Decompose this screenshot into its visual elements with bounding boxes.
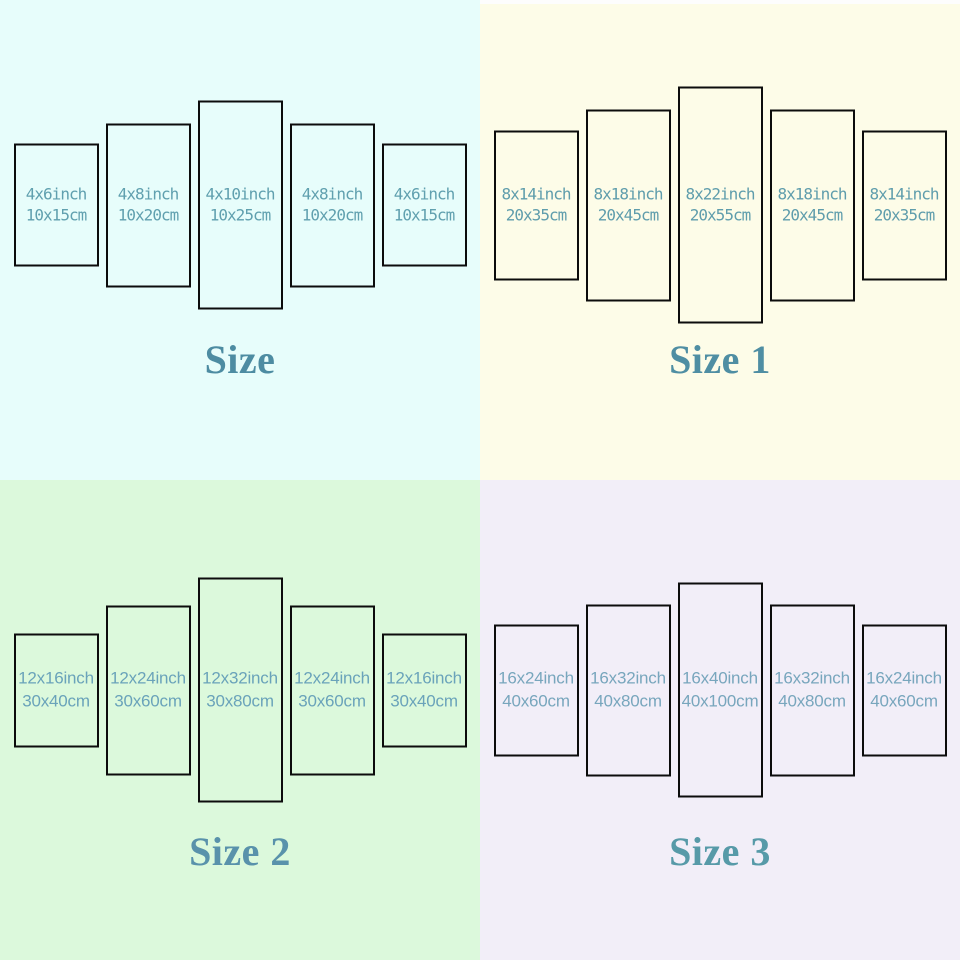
panel-size-inch: 16x32inch <box>774 668 850 688</box>
panel-size-cm: 30x40cm <box>22 691 90 710</box>
quadrant-size-3: 16x24inch 40x60cm 16x32inch 40x80cm 16x40inc… <box>480 480 960 960</box>
panel-size-cm: 20x35cm <box>505 205 567 224</box>
panel-size-inch: 4x6inch <box>393 184 455 204</box>
panel-size-inch: 12x16inch <box>386 668 462 688</box>
panel-size-inch: 8x18inch <box>777 184 847 204</box>
panel-size-inch: 4x10inch <box>205 184 275 204</box>
quadrant-size-2: 12x16inch 30x40cm 12x24inch 30x60cm 12x32inc… <box>0 480 480 960</box>
panel-size-inch: 16x24inch <box>498 668 574 688</box>
size-panel: 16x40inch 40x100cm <box>677 582 763 798</box>
panel-size-inch: 12x24inch <box>110 668 186 688</box>
panel-size-inch: 8x14inch <box>869 184 939 204</box>
panel-size-cm: 10x15cm <box>393 205 455 224</box>
panel-size-cm: 10x25cm <box>209 205 271 224</box>
size-panel: 12x24inch 30x60cm <box>105 605 191 775</box>
size-panel: 16x24inch 40x60cm <box>861 624 947 756</box>
panel-size-inch: 8x14inch <box>501 184 571 204</box>
panel-size-label: 16x32inch 40x80cm <box>590 668 666 712</box>
panel-size-cm: 30x60cm <box>114 691 182 710</box>
panel-size-cm: 20x35cm <box>873 205 935 224</box>
size-panel: 16x32inch 40x80cm <box>585 604 671 776</box>
panel-size-cm: 20x55cm <box>689 205 751 224</box>
panel-size-label: 12x24inch 30x60cm <box>110 668 186 712</box>
panel-size-cm: 10x20cm <box>301 205 363 224</box>
panel-size-inch: 4x6inch <box>25 184 87 204</box>
size-panel: 16x24inch 40x60cm <box>493 624 579 756</box>
panel-size-cm: 30x60cm <box>298 691 366 710</box>
panel-size-inch: 12x32inch <box>202 668 278 688</box>
panel-size-label: 16x32inch 40x80cm <box>774 668 850 712</box>
size-panel: 16x32inch 40x80cm <box>769 604 855 776</box>
panel-size-inch: 8x18inch <box>593 184 663 204</box>
panel-size-inch: 16x24inch <box>866 668 942 688</box>
panel-size-cm: 40x80cm <box>594 691 662 710</box>
panel-size-cm: 30x40cm <box>390 691 458 710</box>
quadrant-title: Size <box>204 337 276 382</box>
panel-size-label: 12x32inch 30x80cm <box>202 668 278 712</box>
panel-size-inch: 4x8inch <box>301 184 363 204</box>
quadrant-title: Size 3 <box>669 829 771 874</box>
panel-size-label: 16x40inch 40x100cm <box>682 668 759 712</box>
size-panel: 12x16inch 30x40cm <box>13 633 99 747</box>
panel-size-cm: 20x45cm <box>597 205 659 224</box>
panel-size-label: 12x16inch 30x40cm <box>18 668 94 712</box>
panel-size-inch: 12x24inch <box>294 668 370 688</box>
panels-row: 12x16inch 30x40cm 12x24inch 30x60cm 12x32inc… <box>0 577 480 803</box>
panel-size-label: 12x24inch 30x60cm <box>294 668 370 712</box>
panel-size-cm: 40x60cm <box>502 691 570 710</box>
panel-size-cm: 40x60cm <box>870 691 938 710</box>
size-panel: 12x24inch 30x60cm <box>289 605 375 775</box>
size-panel: 12x32inch 30x80cm <box>197 577 283 803</box>
size-panel: 12x16inch 30x40cm <box>381 633 467 747</box>
panel-size-inch: 4x8inch <box>117 184 179 204</box>
panel-size-cm: 10x15cm <box>25 205 87 224</box>
panel-size-label: 16x24inch 40x60cm <box>498 668 574 712</box>
panel-size-inch: 8x22inch <box>685 184 755 204</box>
panel-size-inch: 16x32inch <box>590 668 666 688</box>
panels-row: 16x24inch 40x60cm 16x32inch 40x80cm 16x40inc… <box>480 582 960 798</box>
panel-size-cm: 40x100cm <box>681 691 759 710</box>
panel-size-cm: 30x80cm <box>206 691 274 710</box>
panel-size-inch: 12x16inch <box>18 668 94 688</box>
panel-size-cm: 20x45cm <box>781 205 843 224</box>
quadrant-title: Size 1 <box>669 337 771 382</box>
quadrant-title: Size 2 <box>189 829 291 874</box>
panel-size-label: 12x16inch 30x40cm <box>386 668 462 712</box>
panel-size-label: 16x24inch 40x60cm <box>866 668 942 712</box>
panel-size-inch: 16x40inch <box>682 668 758 688</box>
panel-size-cm: 10x20cm <box>117 205 179 224</box>
panel-size-cm: 40x80cm <box>778 691 846 710</box>
